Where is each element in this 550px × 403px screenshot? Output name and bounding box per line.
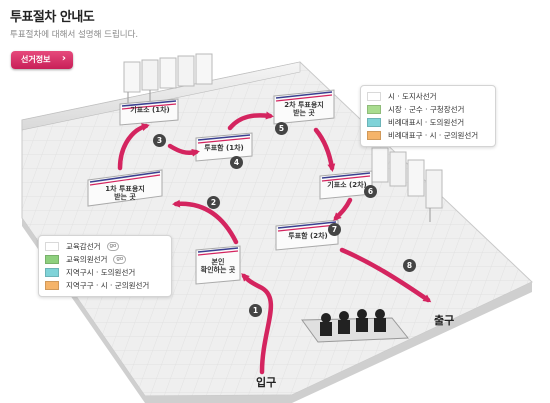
voting-booths-first: [123, 53, 213, 104]
chevron-right-icon: ›: [61, 53, 66, 64]
go-button[interactable]: go: [113, 254, 127, 264]
step-number-5: 5: [275, 122, 288, 135]
exit-label: 출구: [434, 314, 455, 327]
page-title: 투표절차 안내도: [10, 10, 95, 25]
voting-booths-second: [371, 147, 443, 222]
legend-swatch: [45, 267, 59, 277]
legend-label: 시장 · 군수 · 구청장선거: [388, 104, 465, 114]
legend-swatch: [367, 117, 381, 127]
step-number-6: 6: [364, 185, 377, 198]
election-info-button-label: 선거정보: [21, 55, 51, 64]
step-5-label: 2차 투표용지 받는 곳: [284, 101, 324, 117]
counter-second-booth: [319, 170, 373, 200]
step-6-label: 기표소 (2차): [327, 181, 367, 189]
legend-swatch: [367, 104, 381, 114]
legend-label: 비례대표시 · 도의원선거: [388, 117, 465, 127]
page-subtitle: 투표절차에 대해서 설명해 드립니다.: [10, 30, 139, 40]
legend-item: 비례대표시 · 도의원선거: [367, 116, 464, 128]
flow-arrow-4: [167, 143, 200, 157]
step-number-1: 1: [249, 304, 262, 317]
legend-label: 교육감선거: [66, 241, 101, 251]
flow-arrow-7: [333, 197, 353, 221]
legend-label: 지역구시 · 도의원선거: [66, 267, 136, 277]
legend-label: 지역구구 · 시 · 군의원선거: [66, 280, 150, 290]
flow-arrow-3: [117, 123, 150, 171]
legend-label: 시 · 도지사선거: [388, 91, 437, 101]
legend-item: 시 · 도지사선거: [367, 90, 437, 102]
flow-arrow-6: [313, 127, 336, 172]
go-button[interactable]: go: [106, 241, 120, 251]
step-4-label: 투표함 (1차): [204, 144, 244, 152]
legend-item: 비례대표구 · 시 · 군의원선거: [367, 129, 478, 141]
legend-item: 교육감선거 go: [45, 240, 120, 252]
step-number-3: 3: [153, 134, 166, 147]
observers-table: [301, 309, 410, 343]
legend-item: 교육의원선거 go: [45, 253, 127, 265]
legend-label: 비례대표구 · 시 · 군의원선거: [388, 130, 479, 140]
legend-item: 지역구구 · 시 · 군의원선거: [45, 279, 149, 291]
flow-arrow-2: [172, 199, 239, 245]
legend-item: 시장 · 군수 · 구청장선거: [367, 103, 464, 115]
legend-swatch: [45, 280, 59, 290]
election-info-button[interactable]: 선거정보 ›: [11, 51, 73, 69]
legend-swatch: [45, 241, 59, 251]
legend-swatch: [45, 254, 59, 264]
legend-swatch: [367, 130, 381, 140]
step-2-label: 본인 확인하는 곳: [200, 258, 236, 274]
step-3-label: 기표소 (1차): [130, 106, 170, 114]
legend-swatch: [367, 91, 381, 101]
legend-item: 지역구시 · 도의원선거: [45, 266, 135, 278]
flow-arrow-5: [227, 111, 274, 131]
step-number-8: 8: [403, 259, 416, 272]
legend-label: 교육의원선거: [66, 254, 108, 264]
legend-second-ballot: 시 · 도지사선거 시장 · 군수 · 구청장선거 비례대표시 · 도의원선거 …: [360, 85, 496, 147]
counter-identity-check: [195, 245, 241, 285]
flow-arrows: [117, 111, 432, 375]
step-number-2: 2: [207, 196, 220, 209]
first-ballot-counter-label: 1차 투표용지 받는 곳: [105, 185, 145, 201]
counter-first-ballot: [87, 169, 163, 207]
step-7-label: 투표함 (2차): [288, 232, 328, 240]
counter-first-booth: [119, 98, 179, 126]
entrance-label: 입구: [256, 376, 277, 389]
flow-arrow-8: [339, 247, 432, 303]
flow-arrow-1: [241, 273, 274, 375]
legend-first-ballot: 교육감선거 go 교육의원선거 go 지역구시 · 도의원선거 지역구구 · 시…: [38, 235, 172, 297]
step-number-4: 4: [230, 156, 243, 169]
step-number-7: 7: [328, 223, 341, 236]
counter-second-ballot: [273, 89, 335, 125]
counter-second-box: [275, 219, 339, 251]
